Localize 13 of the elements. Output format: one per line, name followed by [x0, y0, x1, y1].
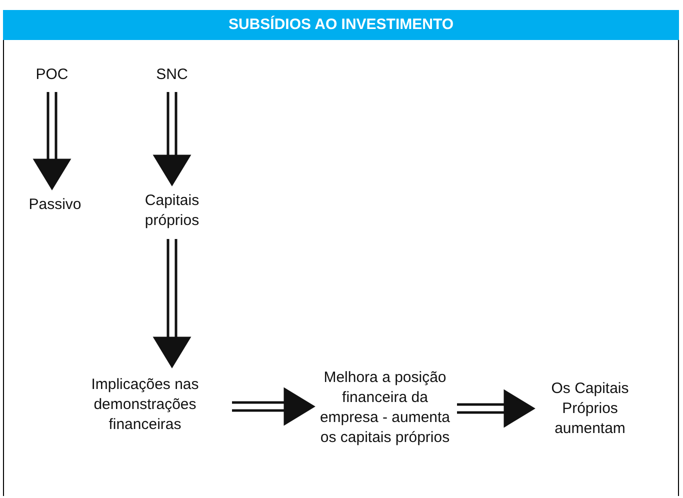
arrow — [154, 238, 190, 368]
node-label: SNC — [150, 65, 194, 85]
arrow — [34, 90, 70, 190]
node-label: Capitais próprios — [130, 190, 214, 232]
title-banner: SUBSÍDIOS AO INVESTIMENTO — [3, 10, 679, 40]
node-label: Implicações nas demonstrações financeiras — [60, 372, 230, 438]
node-label: POC — [30, 65, 74, 85]
arrow — [154, 90, 190, 186]
node-label: Passivo — [20, 194, 90, 216]
node-label: Os Capitais Próprios aumentam — [535, 378, 645, 440]
arrow — [456, 390, 536, 427]
arrow — [230, 388, 316, 425]
node-label: Melhora a posição financeira da empresa - aumenta os capitais próprios — [315, 346, 455, 470]
